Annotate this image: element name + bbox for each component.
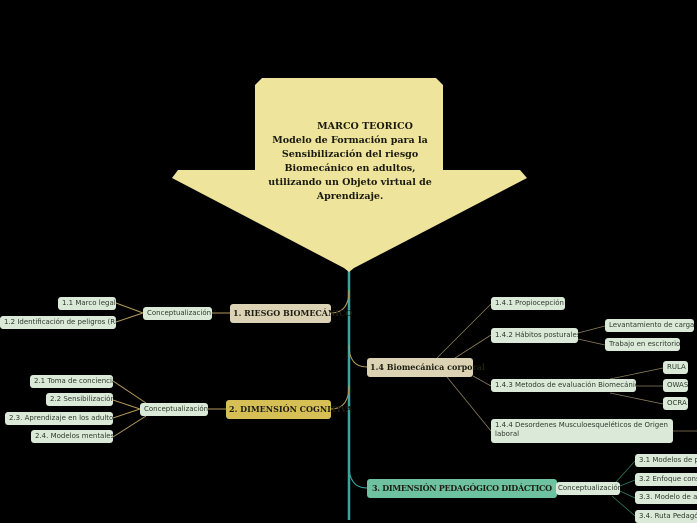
- central-title: MARCO TEORICO: [317, 121, 413, 132]
- subtopic-node[interactable]: 1.2 Identificación de peligros (RB): [0, 316, 116, 329]
- concept-node[interactable]: Conceptualización: [143, 307, 212, 320]
- subtopic-node[interactable]: Levantamiento de cargas: [605, 319, 694, 332]
- central-arrow-shape: [172, 78, 527, 272]
- subtopic-node[interactable]: 2.4. Modelos mentales: [31, 430, 113, 443]
- subtopic-node[interactable]: 2.1 Toma de conciencia: [30, 375, 113, 388]
- concept-node[interactable]: Conceptualización: [140, 403, 208, 416]
- central-line: Modelo de Formación para la: [272, 135, 428, 146]
- topic-biomecanica-corporal[interactable]: 1.4 Biomecánica corporal: [367, 358, 485, 377]
- subtopic-node[interactable]: 1.4.2 Hábitos posturales: [491, 328, 578, 343]
- subtopic-node[interactable]: 1.4.4 Desordenes Musculoesqueléticos de …: [491, 419, 673, 443]
- topic-riesgo-biomecanico[interactable]: 1. RIESGO BIOMECÁNICO: [230, 304, 352, 323]
- subtopic-node[interactable]: 1.4.1 Propiocepción: [491, 297, 565, 310]
- subtopic-node[interactable]: 1.4.3 Metodos de evaluación Biomecánica: [491, 379, 636, 392]
- method-node-owas[interactable]: OWAS: [663, 379, 688, 392]
- topic-dimension-cognitiva[interactable]: 2. DIMENSIÓN COGNITIVA: [226, 400, 352, 419]
- concept-node[interactable]: Conceptualización: [556, 482, 620, 495]
- subtopic-node[interactable]: 1.1 Marco legal: [58, 297, 116, 310]
- method-node-rula[interactable]: RULA: [663, 361, 688, 374]
- subtopic-node[interactable]: 3.2 Enfoque const: [635, 473, 697, 486]
- central-line: utilizando un Objeto virtual de: [268, 177, 432, 188]
- subtopic-node[interactable]: 3.1 Modelos de pe: [635, 454, 697, 467]
- central-line: Aprendizaje.: [316, 191, 384, 202]
- central-topic[interactable]: MARCO TEORICO Modelo de Formación para l…: [255, 120, 445, 204]
- subtopic-node[interactable]: Trabajo en escritorio: [605, 338, 680, 351]
- subtopic-node[interactable]: 3.4. Ruta Pedagóg: [635, 510, 697, 523]
- subtopic-node[interactable]: 2.3. Aprendizaje en los adultos: [5, 412, 113, 425]
- central-line: Biomecánico en adultos,: [284, 163, 416, 174]
- method-node-ocra[interactable]: OCRA: [663, 397, 688, 410]
- subtopic-node[interactable]: 3.3. Modelo de ap: [635, 491, 697, 504]
- subtopic-node[interactable]: 2.2 Sensibilización: [46, 393, 113, 406]
- topic-dimension-pedagogica[interactable]: 3. DIMENSIÓN PEDAGÓGICO DIDÁCTICO: [367, 479, 557, 498]
- central-line: Sensibilización del riesgo: [281, 149, 419, 160]
